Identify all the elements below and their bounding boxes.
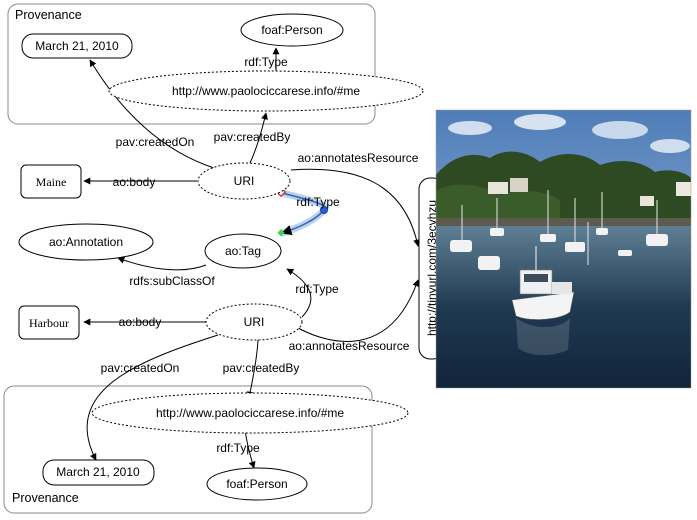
annotation-node[interactable] [18,223,154,261]
edge-created-on-top [89,59,215,169]
person-label-top: foaf:Person [261,23,322,37]
uri-node-1[interactable] [197,162,291,200]
date-node-top[interactable] [21,33,133,59]
edge-handle-mid[interactable] [320,206,328,214]
annotates-label-2: ao:annotatesResource [289,339,410,353]
harbour-node[interactable] [18,305,80,340]
uri-label-bottom: http://www.paolociccarese.info/#me [156,406,344,420]
tag-label: ao:Tag [225,244,261,258]
annotates-label-1: ao:annotatesResource [298,151,419,165]
edge-annotates-1 [290,168,421,247]
resource-label: http://tinyurl.com/3ecvhzu [425,200,439,336]
created-by-label-top: pav:createdBy [214,130,291,144]
person-node-top[interactable] [240,13,344,47]
uri-label-2: URI [244,315,265,329]
body-label-1: ao:body [113,175,156,189]
harbour-photo [435,109,692,389]
uri-label-top: http://www.paolociccarese.info/#me [172,84,360,98]
rdf-type-label-tag-2: rdf:Type [295,282,339,296]
uri-label-1: URI [234,174,255,188]
uri-node-2[interactable] [205,303,303,341]
edge-created-on-bottom [86,334,219,461]
rdf-type-label-top: rdf:Type [244,55,288,69]
maine-label: Maine [36,175,67,189]
edge-rdf-type-tag-2 [286,268,312,318]
uri-node-bottom[interactable] [91,392,409,434]
date-label-top: March 21, 2010 [35,39,119,53]
body-label-2: ao:body [119,315,162,329]
maine-node[interactable] [20,164,82,199]
annotation-label: ao:Annotation [49,235,123,249]
harbour-label: Harbour [29,316,69,330]
created-by-label-bottom: pav:createdBy [223,361,300,375]
uri-node-top[interactable] [108,70,424,112]
edge-handle-end[interactable] [277,229,285,237]
edge-subclass [117,256,207,271]
date-label-bottom: March 21, 2010 [56,465,140,479]
provenance-title-bottom: Provenance [12,491,79,505]
person-label-bottom: foaf:Person [226,477,287,491]
date-node-bottom[interactable] [42,459,155,486]
rdf-type-label-tag: rdf:Type [296,195,340,209]
tag-node[interactable] [204,233,282,269]
subclass-label: rdfs:subClassOf [129,274,215,288]
provenance-title-top: Provenance [15,8,82,22]
rdf-type-label-bottom: rdf:Type [216,441,260,455]
edge-created-by-top [249,112,268,164]
created-on-label-bottom: pav:createdOn [101,361,180,375]
created-on-label-top: pav:createdOn [116,135,195,149]
person-node-bottom[interactable] [206,467,308,501]
edge-annotates-2 [297,279,420,342]
